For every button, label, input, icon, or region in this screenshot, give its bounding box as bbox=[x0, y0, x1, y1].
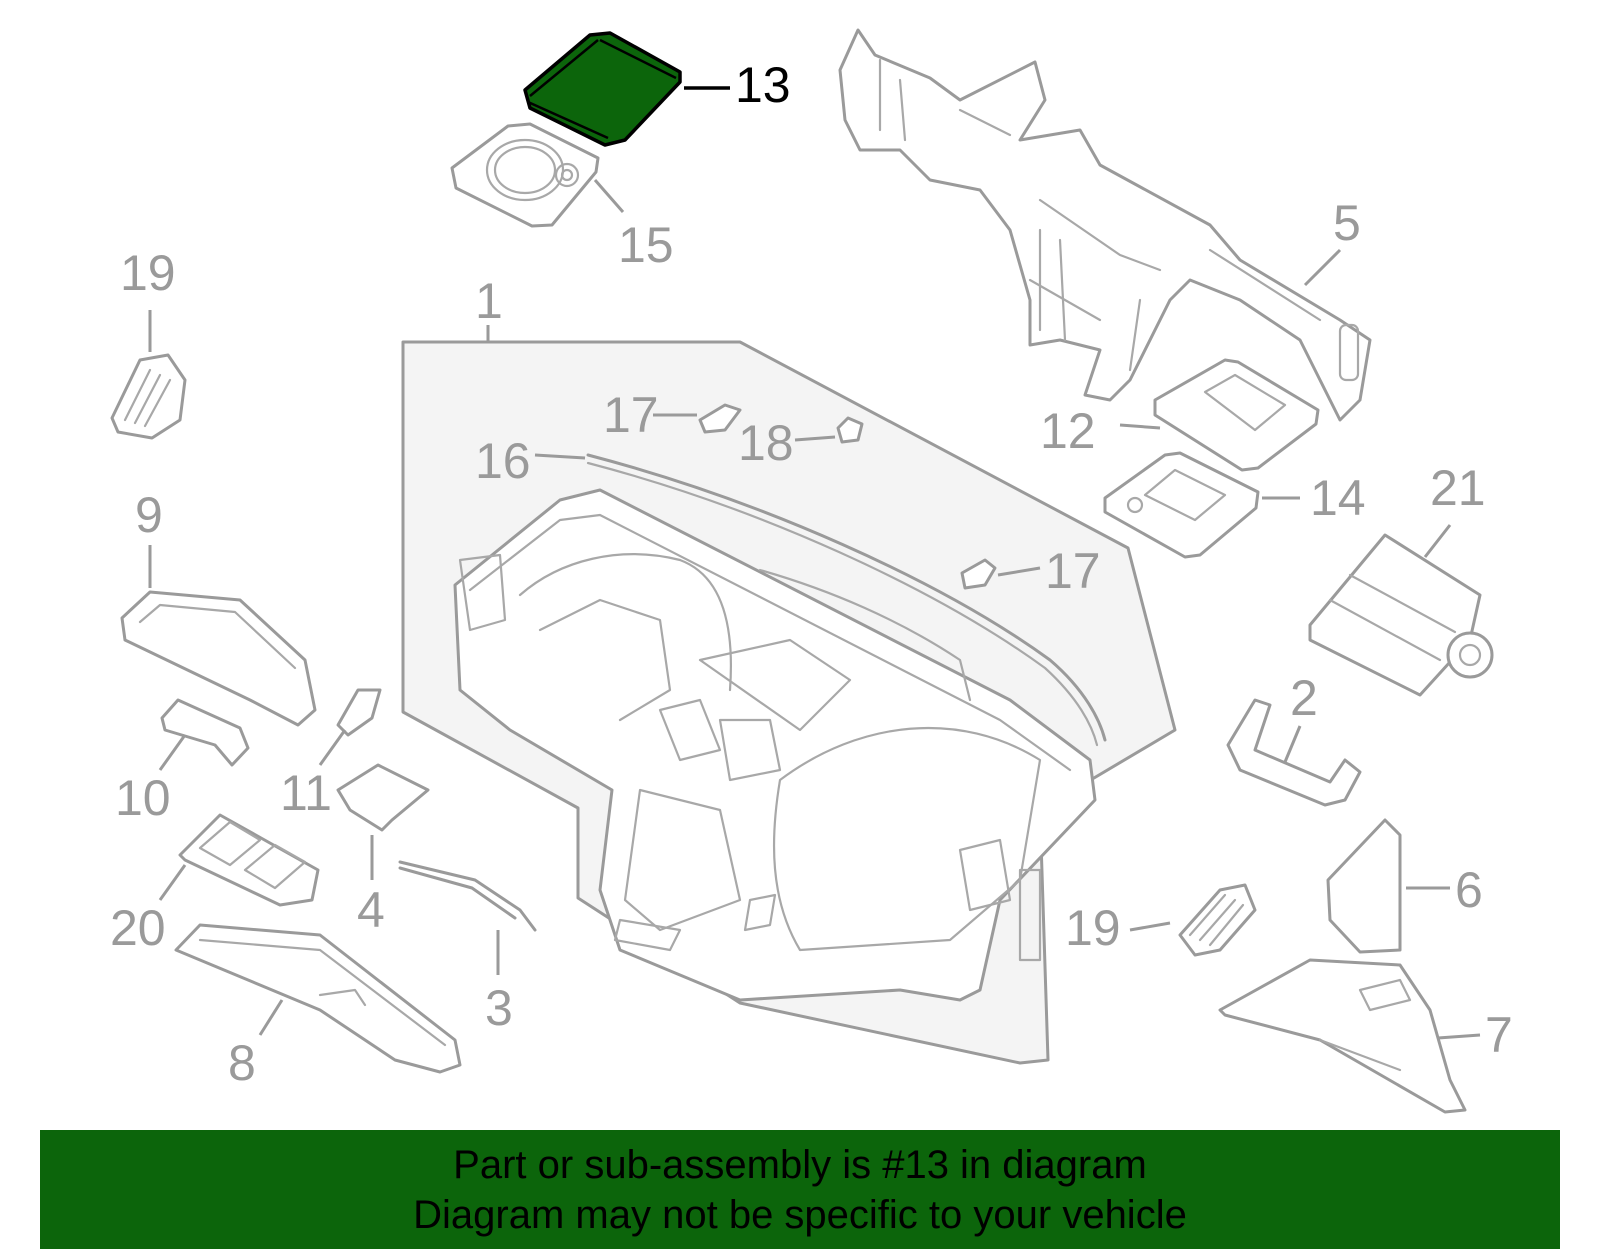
part-19-vent-lower bbox=[1178, 883, 1257, 957]
callout-leaders bbox=[148, 179, 1481, 1040]
callout-19-upper: 19 bbox=[120, 245, 176, 301]
part-13-cover bbox=[523, 31, 682, 147]
callout-11: 11 bbox=[280, 765, 332, 821]
part-6-trim bbox=[1326, 818, 1402, 954]
callout-7: 7 bbox=[1485, 1007, 1513, 1063]
callout-15: 15 bbox=[618, 217, 674, 273]
part-3-rail bbox=[398, 860, 537, 932]
part-19-vent-upper bbox=[110, 353, 187, 440]
part-1-instrument-panel-group bbox=[401, 340, 1177, 1065]
part-7-lower-panel bbox=[1218, 958, 1467, 1114]
callout-4: 4 bbox=[357, 882, 385, 938]
part-17-pad-upper bbox=[698, 403, 742, 434]
part-14-bezel bbox=[1103, 451, 1260, 559]
info-banner: Part or sub-assembly is #13 in diagram D… bbox=[40, 1130, 1560, 1249]
callout-20: 20 bbox=[110, 900, 166, 956]
part-2-bracket bbox=[1226, 698, 1362, 807]
part-9-cluster-hood bbox=[120, 590, 317, 727]
part-10-bracket bbox=[160, 698, 250, 767]
callout-18: 18 bbox=[738, 415, 794, 471]
part-12-panel bbox=[1153, 358, 1320, 472]
part-5-beam bbox=[838, 28, 1372, 422]
part-16-strip bbox=[586, 453, 1107, 742]
banner-line-disclaimer: Diagram may not be specific to your vehi… bbox=[413, 1192, 1187, 1237]
part-17-pad-lower bbox=[960, 558, 997, 590]
part-15-bezel bbox=[450, 122, 600, 228]
callout-19-lower: 19 bbox=[1065, 900, 1121, 956]
callout-16: 16 bbox=[475, 433, 531, 489]
callout-1: 1 bbox=[475, 273, 503, 329]
part-8-lower-trim bbox=[174, 923, 462, 1074]
callout-10: 10 bbox=[115, 770, 171, 826]
part-4-bracket bbox=[336, 763, 430, 832]
part-21-airbag bbox=[1308, 533, 1494, 697]
callout-13: 13 bbox=[735, 57, 791, 113]
callout-17-lower: 17 bbox=[1045, 543, 1101, 599]
callout-14: 14 bbox=[1310, 470, 1366, 526]
callout-17-upper: 17 bbox=[603, 387, 659, 443]
callout-5: 5 bbox=[1333, 195, 1361, 251]
banner-line-part: Part or sub-assembly is #13 in diagram bbox=[453, 1142, 1147, 1187]
part-20-center-vent bbox=[178, 813, 320, 907]
callout-9: 9 bbox=[135, 487, 163, 543]
callout-6: 6 bbox=[1455, 862, 1483, 918]
callout-12: 12 bbox=[1040, 403, 1096, 459]
callout-3: 3 bbox=[485, 980, 513, 1036]
part-13-cover-fill bbox=[523, 31, 682, 147]
callout-2: 2 bbox=[1290, 670, 1318, 726]
part-18-clip bbox=[836, 416, 864, 444]
part-11-module bbox=[336, 688, 382, 737]
callout-21: 21 bbox=[1430, 460, 1486, 516]
callout-8: 8 bbox=[228, 1035, 256, 1091]
